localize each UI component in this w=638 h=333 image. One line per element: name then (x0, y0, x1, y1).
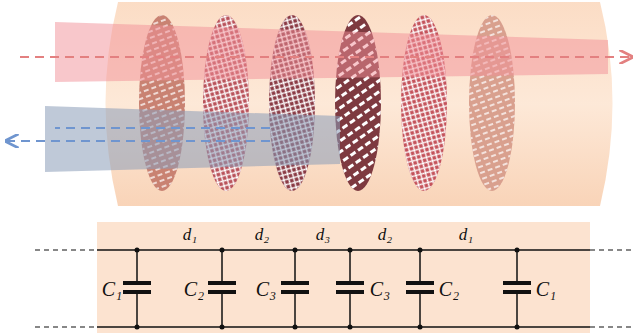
reflected-beam (6, 106, 340, 172)
capacitor-symbol (123, 248, 151, 330)
distance-label: d₃ (316, 226, 330, 243)
capacitor-symbol (336, 248, 364, 330)
distance-label: d₁ (459, 226, 473, 243)
capacitor-label: C₃ (256, 279, 276, 299)
transmitted-beam (20, 22, 632, 82)
transmission-line-circuit (35, 222, 632, 333)
capacitor-symbol (208, 248, 236, 330)
distance-label: d₂ (378, 226, 392, 243)
capacitor-label: C₁ (536, 279, 556, 299)
distance-label: d₁ (183, 226, 197, 243)
capacitor-symbol (503, 248, 531, 330)
capacitor-label: C₂ (439, 279, 459, 299)
capacitor-label: C₃ (370, 279, 390, 299)
capacitor-symbol (281, 248, 309, 330)
distance-label: d₂ (255, 226, 269, 243)
capacitor-label: C₁ (102, 279, 122, 299)
capacitor-label: C₂ (184, 279, 204, 299)
capacitor-symbol (406, 248, 434, 330)
